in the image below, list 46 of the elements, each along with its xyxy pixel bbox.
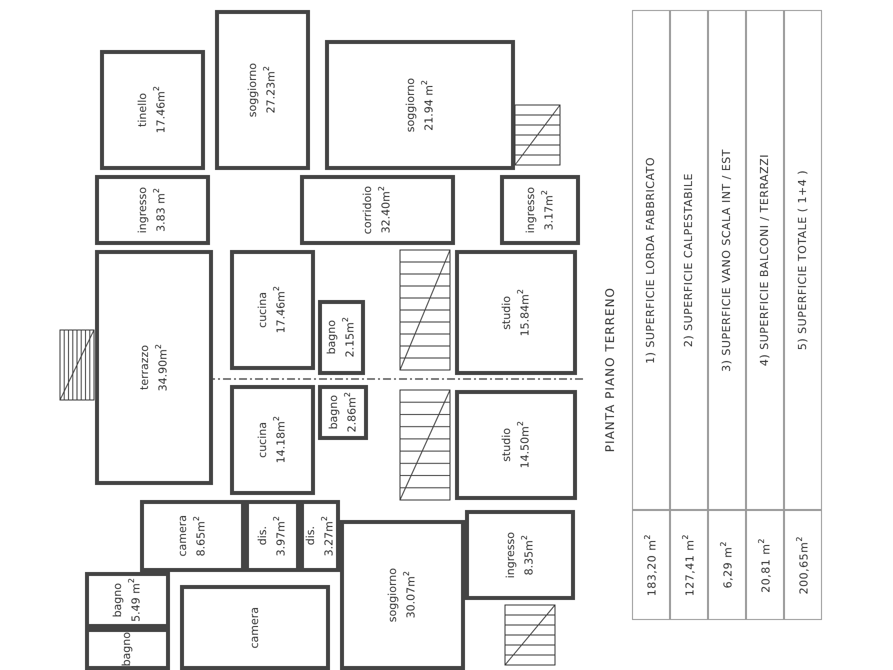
room [85, 628, 170, 670]
room-name: camera [248, 606, 262, 648]
room-name: ingresso [137, 186, 150, 234]
room [85, 572, 170, 628]
room [455, 390, 577, 500]
room [100, 50, 205, 170]
plan-title: PIANTA PIANO TERRENO [604, 287, 618, 453]
room-name: cucina [257, 292, 270, 328]
room-name: bagno [121, 632, 134, 666]
room-name: studio [500, 428, 513, 462]
room [340, 520, 465, 670]
room-name: dis. [304, 526, 317, 546]
room-name: bagno [112, 582, 124, 618]
room-name: terrazzo [138, 345, 151, 390]
room [318, 300, 365, 375]
room-name: corridoio [362, 186, 374, 234]
room-name: soggiorno [247, 62, 260, 118]
room-name: cucina [257, 422, 270, 458]
room-name: tinello [137, 93, 150, 127]
table-cell: 4) SUPERFICIE BALCONI / TERRAZZI [746, 10, 784, 510]
room [465, 510, 575, 600]
room [180, 585, 330, 670]
table-cell: 3) SUPERFICIE VANO SCALA INT / EST [708, 10, 746, 510]
room-name: soggiorno [404, 78, 417, 132]
room-name: ingresso [504, 532, 517, 578]
room [140, 500, 245, 572]
room-name: bagno [328, 395, 340, 430]
room [325, 40, 515, 170]
room-name: ingresso [524, 186, 537, 234]
room-name: camera [177, 515, 190, 557]
room-name: dis. [257, 526, 270, 546]
room [95, 175, 210, 245]
room [230, 250, 315, 370]
room-name: studio [500, 296, 513, 330]
room-name: bagno [326, 320, 338, 355]
room [215, 10, 310, 170]
room [95, 250, 213, 485]
room [500, 175, 580, 245]
table-cell: 5) SUPERFICIE TOTALE ( 1+4 ) [784, 10, 822, 510]
table-cell: 1) SUPERFICIE LORDA FABBRICATO [632, 10, 670, 510]
table-cell: 2) SUPERFICIE CALPESTABILE [670, 10, 708, 510]
room [230, 385, 315, 495]
room-name: soggiorno [387, 568, 400, 622]
room [318, 385, 368, 440]
room [300, 175, 455, 245]
room [455, 250, 577, 375]
